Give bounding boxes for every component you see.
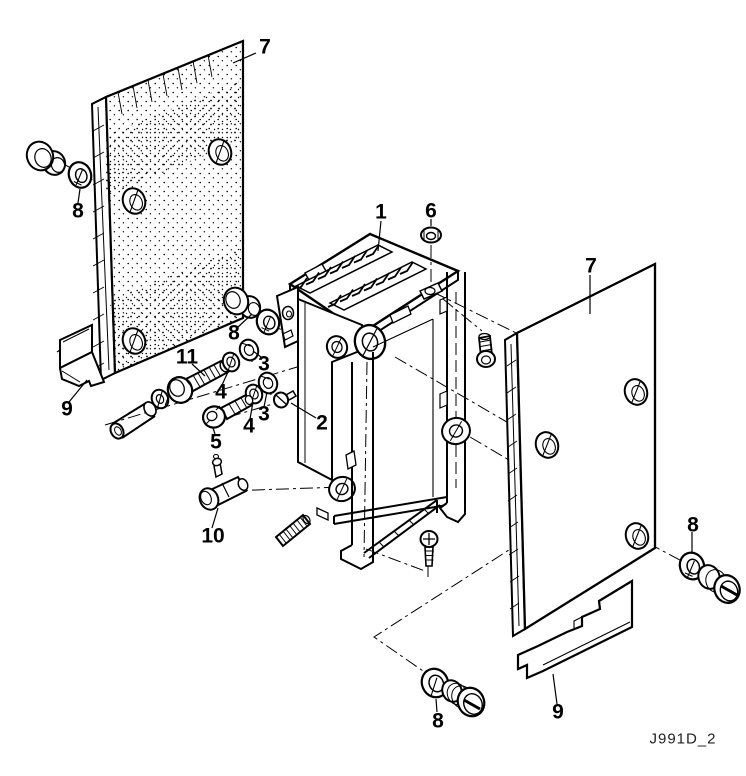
center-plug-and-washer <box>222 286 281 336</box>
nut <box>420 226 442 244</box>
panel-hole <box>534 431 560 459</box>
callout-8-bottom: 8 <box>432 709 444 733</box>
callout-8-right: 8 <box>687 513 699 537</box>
left-bracket <box>56 323 106 388</box>
plug <box>697 564 741 604</box>
valve-fitting <box>198 453 249 511</box>
callout-6-nut: 6 <box>425 199 437 223</box>
lock-ring-3-lower <box>257 371 279 395</box>
small-screw-2 <box>272 389 298 409</box>
frame-boss-small <box>325 335 349 359</box>
right-cover-panel <box>503 262 657 638</box>
axis-lines-over <box>363 245 483 558</box>
callout-9-left: 9 <box>61 397 73 421</box>
hardware-chain <box>109 338 312 548</box>
callout-1-frame: 1 <box>375 200 387 224</box>
callout-4-lower: 4 <box>243 414 255 438</box>
frame-screws <box>419 332 496 567</box>
left-cover-panel <box>90 39 245 382</box>
lock-ring-3-upper <box>238 338 260 362</box>
callout-8-center: 8 <box>228 321 240 345</box>
callout-2-screw: 2 <box>316 411 328 435</box>
panel-hole <box>623 378 649 406</box>
callout-3-lower: 3 <box>258 402 270 426</box>
socket-screw-5 <box>201 393 254 429</box>
mounting-frame <box>275 232 471 571</box>
left-plug-and-washer <box>25 140 93 189</box>
pin <box>109 401 157 440</box>
right-bracket <box>516 579 634 680</box>
plug <box>222 286 262 319</box>
callout-7-right-panel: 7 <box>585 254 597 278</box>
frame-boss-right <box>441 416 471 446</box>
threaded-stud <box>274 513 312 548</box>
leader-lines <box>68 52 693 713</box>
callout-5-screw: 5 <box>210 430 222 454</box>
callout-9-right: 9 <box>552 700 564 724</box>
frame-boss-lower <box>328 475 356 503</box>
callout-10-valve: 10 <box>201 524 225 548</box>
panel-hole <box>207 138 233 166</box>
washer <box>67 161 93 189</box>
screw-right <box>476 332 496 368</box>
screw-bottom <box>419 530 439 567</box>
callout-11-bolt: 11 <box>175 345 199 369</box>
callout-4-upper: 4 <box>215 380 227 404</box>
plug <box>25 140 67 176</box>
panel-hole <box>121 327 147 355</box>
retaining-clip <box>150 388 170 410</box>
right-plug-and-washer <box>678 551 741 604</box>
bottom-plug-and-washer <box>420 667 486 718</box>
frame-ring-hole <box>353 323 387 361</box>
figure-code: J991D_2 <box>649 730 717 748</box>
panel-hole <box>624 522 650 550</box>
washer-4-upper <box>221 351 241 373</box>
callout-8-left: 8 <box>72 199 84 223</box>
plug <box>441 679 486 718</box>
callout-7-left-panel: 7 <box>259 35 271 59</box>
panel-hole <box>121 187 147 215</box>
callout-3-upper: 3 <box>258 352 270 376</box>
washer <box>255 308 281 336</box>
